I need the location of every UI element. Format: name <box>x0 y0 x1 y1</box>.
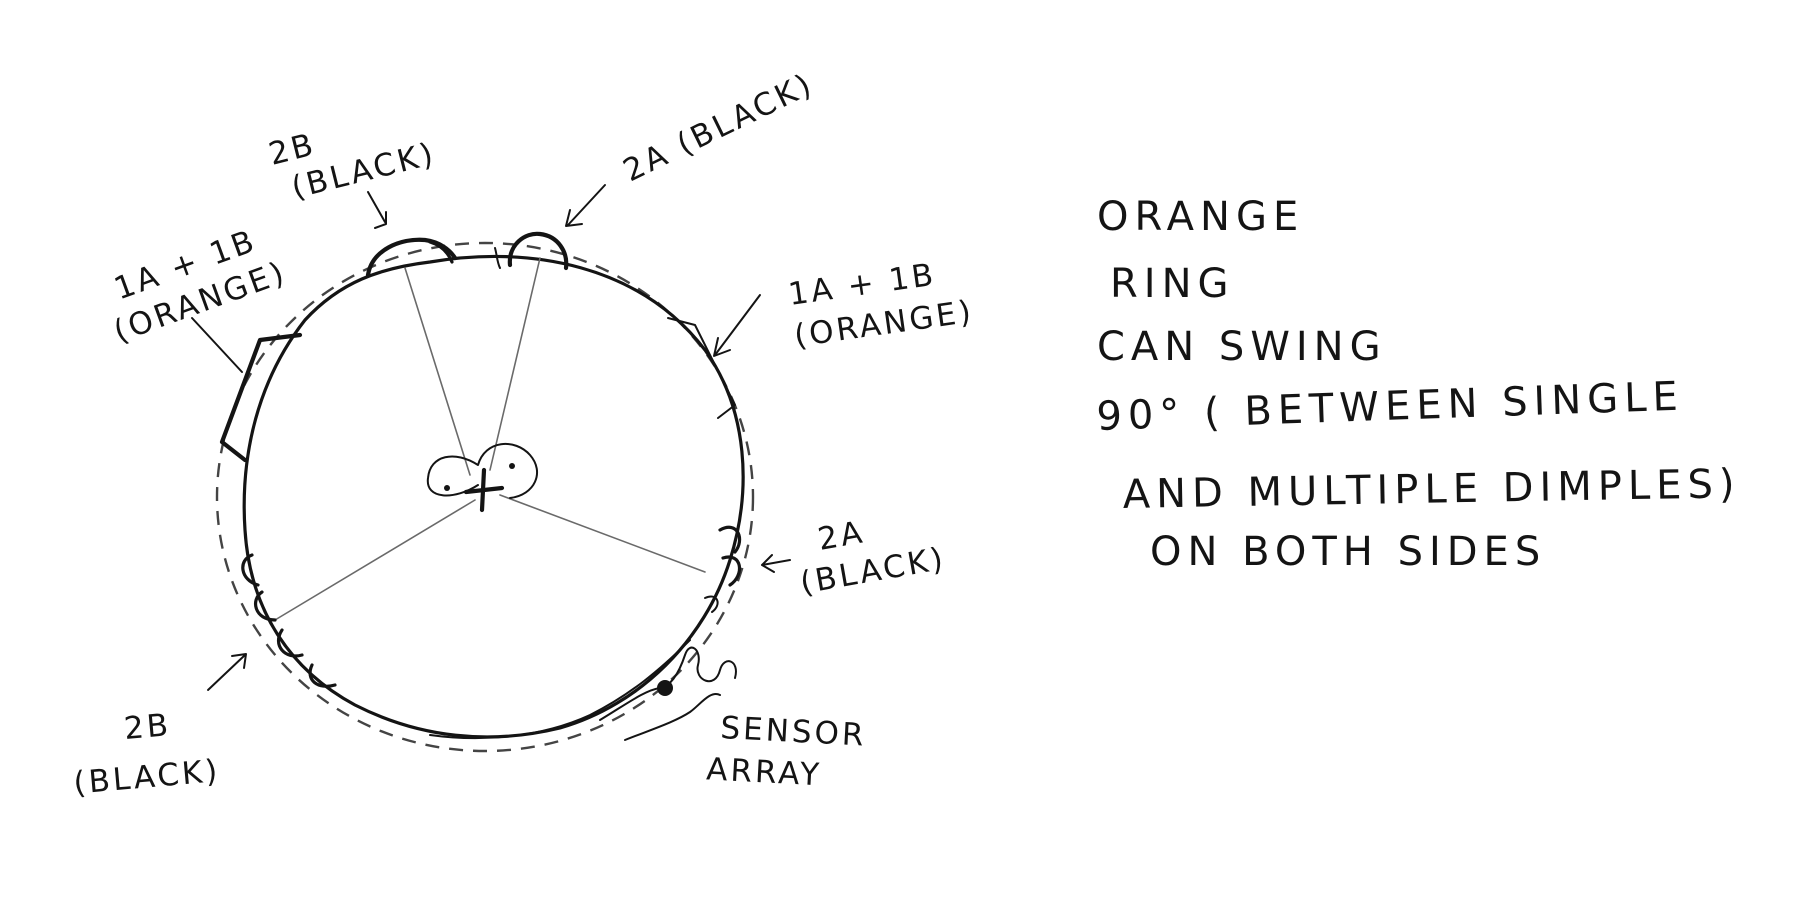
arrow-1a1b-left <box>192 318 242 372</box>
main-wheel-circle <box>244 256 743 737</box>
dimple-2a-top-edge <box>495 248 500 268</box>
note-line-4: 90° ( BETWEEN SINGLE <box>1096 374 1685 440</box>
spoke-upper-left <box>405 268 470 475</box>
sensor-dot <box>657 680 673 696</box>
hub-dot-left <box>444 485 450 491</box>
note-line-5: AND MULTIPLE DIMPLES) <box>1122 461 1740 518</box>
label-1a1b-right: 1A + 1B (ORANGE) <box>786 252 976 354</box>
label-2b-top: 2B (BLACK) <box>265 99 439 210</box>
spoke-lower-right <box>500 495 705 572</box>
hub-dot-right <box>509 463 515 469</box>
label-sensor-array-line1: SENSOR <box>720 710 868 754</box>
arrow-2a-top <box>566 185 605 226</box>
dimple-2b-top <box>368 240 455 275</box>
label-2a-top-text: 2A (BLACK) <box>618 66 820 189</box>
orange-tab-right <box>668 318 735 418</box>
label-sensor-array-line2: ARRAY <box>705 751 822 793</box>
label-2a-top: 2A (BLACK) <box>618 66 820 189</box>
label-2b-bottom-left-line1: 2B <box>123 707 173 747</box>
arrow-2b-left <box>208 654 246 690</box>
note-line-3: CAN SWING <box>1097 324 1387 370</box>
label-2a-right: 2A (BLACK) <box>791 501 949 601</box>
sensor-array-squiggle-lower <box>625 694 720 740</box>
arrow-1a1b-right <box>714 295 760 356</box>
note-block: ORANGE RING CAN SWING 90° ( BETWEEN SING… <box>1096 194 1741 575</box>
note-line-6: ON BOTH SIDES <box>1150 529 1546 575</box>
arrow-2b-top <box>368 192 386 228</box>
main-wheel-circle-retrace <box>430 640 690 738</box>
spoke-upper-right <box>490 258 540 470</box>
label-2b-bottom-left-line2: (BLACK) <box>72 753 222 802</box>
note-line-2: RING <box>1110 261 1235 307</box>
label-2a-right-line1: 2A <box>815 514 867 558</box>
label-1a1b-left: 1A + 1B (ORANGE) <box>95 217 291 350</box>
spoke-lower-left <box>275 500 475 620</box>
note-line-1: ORANGE <box>1097 194 1304 240</box>
arrow-2a-right <box>762 555 790 572</box>
label-2b-bottom-left: 2B (BLACK) <box>68 703 222 801</box>
label-sensor-array: SENSOR ARRAY <box>705 709 867 795</box>
